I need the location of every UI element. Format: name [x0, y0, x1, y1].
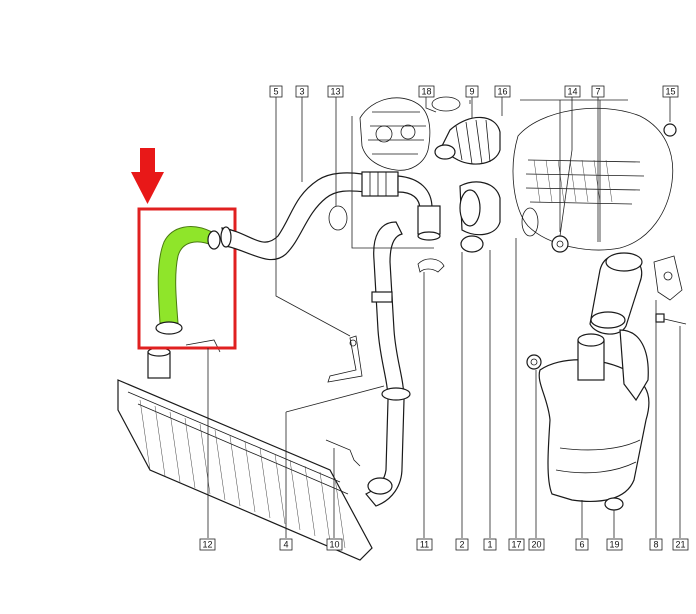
label-7: 7 — [591, 85, 605, 98]
air-box-6 — [538, 329, 650, 502]
hose-12-highlighted — [155, 226, 221, 353]
clamp-13 — [328, 205, 348, 231]
svg-text:14: 14 — [567, 87, 577, 97]
label-8: 8 — [649, 538, 663, 551]
svg-text:17: 17 — [511, 540, 521, 550]
grommet-19 — [604, 497, 624, 511]
hose-9 — [434, 116, 501, 165]
label-12: 12 — [199, 538, 216, 551]
seal-11 — [417, 258, 445, 273]
svg-text:19: 19 — [609, 540, 619, 550]
hose-7 — [589, 252, 643, 335]
clamp-18 — [431, 96, 461, 112]
label-1: 1 — [483, 538, 497, 551]
label-5: 5 — [269, 85, 283, 98]
label-10: 10 — [326, 538, 343, 551]
intercooler — [117, 347, 373, 561]
highlight-frame — [137, 207, 237, 350]
svg-text:16: 16 — [497, 87, 507, 97]
svg-text:5: 5 — [273, 87, 278, 97]
leader-lines — [207, 96, 681, 538]
svg-text:15: 15 — [665, 87, 675, 97]
label-18: 18 — [418, 85, 435, 98]
clamp-17 — [521, 207, 539, 237]
screw-10 — [325, 439, 361, 467]
label-4: 4 — [279, 538, 293, 551]
svg-text:13: 13 — [330, 87, 340, 97]
hose-4 — [365, 205, 441, 507]
svg-text:18: 18 — [421, 87, 431, 97]
label-21: 21 — [672, 538, 689, 551]
svg-text:21: 21 — [675, 540, 685, 550]
svg-text:12: 12 — [202, 540, 212, 550]
hose-3 — [220, 171, 433, 261]
svg-text:20: 20 — [531, 540, 541, 550]
svg-text:2: 2 — [459, 540, 464, 550]
label-11: 11 — [416, 538, 433, 551]
svg-text:3: 3 — [299, 87, 304, 97]
seal-2 — [460, 235, 484, 253]
svg-text:11: 11 — [420, 540, 429, 550]
label-6: 6 — [575, 538, 589, 551]
engine-sketch — [359, 97, 431, 171]
svg-text:8: 8 — [653, 540, 658, 550]
label-20: 20 — [528, 538, 545, 551]
label-3: 3 — [295, 85, 309, 98]
svg-text:9: 9 — [469, 87, 474, 97]
svg-text:1: 1 — [487, 540, 492, 550]
label-15: 15 — [662, 85, 679, 98]
engine-cover — [512, 107, 677, 253]
svg-text:6: 6 — [579, 540, 584, 550]
red-arrow-icon — [131, 148, 164, 204]
airflow-sensor-1 — [459, 181, 501, 236]
label-2: 2 — [455, 538, 469, 551]
svg-text:7: 7 — [595, 87, 600, 97]
label-16: 16 — [494, 85, 511, 98]
label-19: 19 — [606, 538, 623, 551]
grommet-20 — [526, 354, 542, 370]
label-17: 17 — [508, 538, 525, 551]
label-9: 9 — [465, 85, 479, 98]
label-13: 13 — [327, 85, 344, 98]
label-14: 14 — [564, 85, 581, 98]
svg-text:4: 4 — [283, 540, 288, 550]
bolt-21 — [655, 313, 687, 325]
bracket-5 — [327, 335, 363, 383]
bracket-8 — [653, 255, 683, 301]
svg-text:10: 10 — [329, 540, 339, 550]
